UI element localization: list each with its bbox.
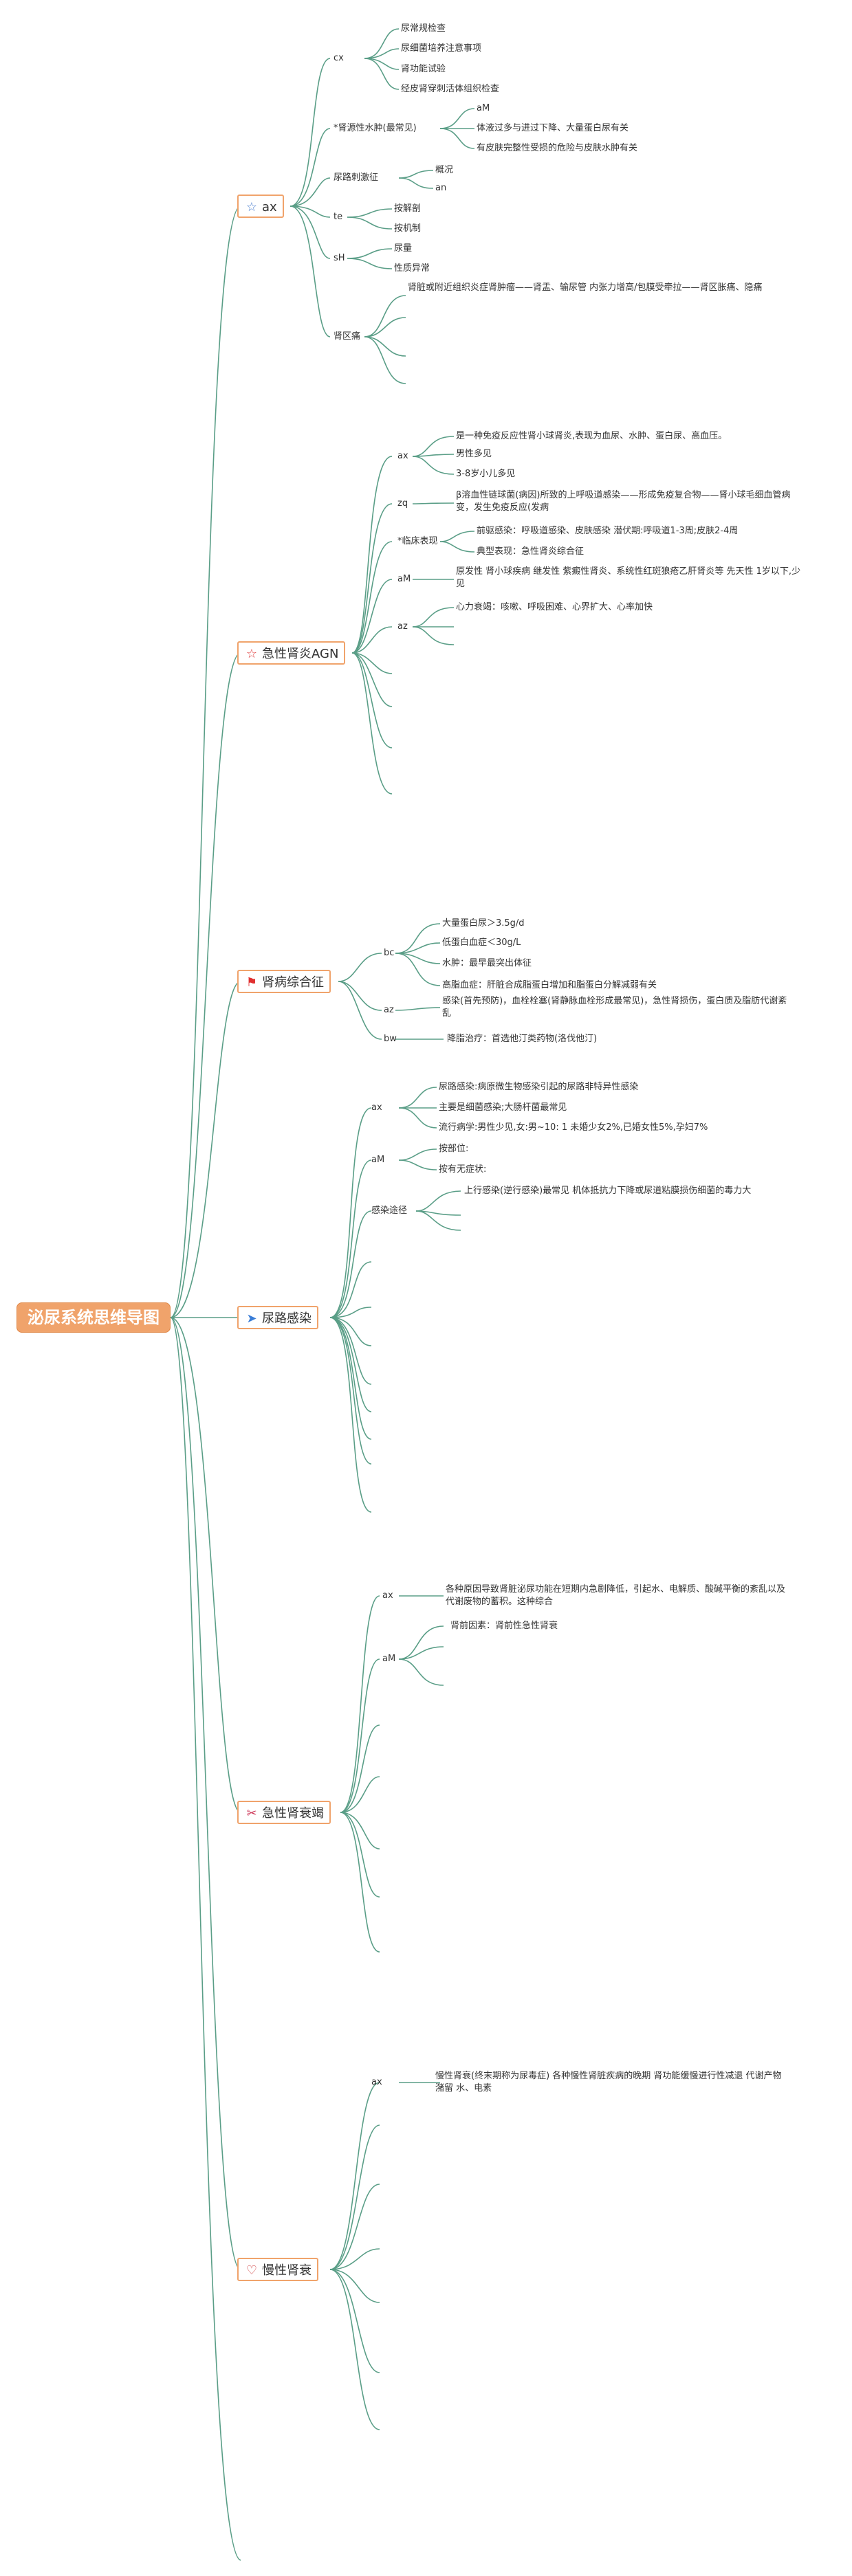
sub-label: *肾源性水肿(最常见) xyxy=(334,123,417,133)
sub-label: 尿路刺激征 xyxy=(334,173,379,183)
branch-crf[interactable]: ♡ 慢性肾衰 xyxy=(237,2258,318,2281)
sub-label: 肾区痛 xyxy=(334,331,361,342)
sub-label: cx xyxy=(334,53,344,63)
flag-icon: ⚑ xyxy=(245,975,258,990)
tools-icon: ✂ xyxy=(246,1806,257,1821)
branch-label: ax xyxy=(262,200,277,214)
leaf: 尿细菌培养注意事项 xyxy=(401,43,482,54)
leaf: 主要是细菌感染;大肠杆菌最常见 xyxy=(439,1102,567,1113)
leaf: 低蛋白血症＜30g/L xyxy=(442,937,521,948)
sub-label: aM xyxy=(371,1155,385,1165)
leaf: 性质异常 xyxy=(394,263,430,274)
leaf: 水肿：最早最突出体征 xyxy=(442,958,532,968)
leaf: 尿常规检查 xyxy=(401,23,446,34)
leaf: β溶血性链球菌(病因)所致的上呼吸道感染——形成免疫复合物——肾小球毛细血管病变… xyxy=(456,490,791,513)
leaf: 感染(首先预防)，血栓栓塞(肾静脉血栓形成最常见)，急性肾损伤，蛋白质及脂肪代谢… xyxy=(442,996,787,1019)
leaf: 概况 xyxy=(435,165,454,175)
leaf: 肾脏或附近组织炎症肾肿瘤——肾盂、输尿管 内张力增高/包膜受牵拉——肾区胀痛、隐… xyxy=(408,282,763,293)
sub-label: aM xyxy=(397,574,411,584)
leaf: 前驱感染：呼吸道感染、皮肤感染 潜伏期:呼吸道1-3周;皮肤2-4周 xyxy=(477,526,739,536)
sub-label: az xyxy=(397,621,408,632)
branch-label: 慢性肾衰 xyxy=(262,2263,312,2278)
leaf: 心力衰竭：咳嗽、呼吸困难、心界扩大、心率加快 xyxy=(456,602,653,612)
root-node[interactable]: 泌尿系统思维导图 xyxy=(17,1302,171,1333)
branch-uti[interactable]: ➤ 尿路感染 xyxy=(237,1306,318,1329)
branch-arf[interactable]: ✂ 急性肾衰竭 xyxy=(237,1801,331,1824)
sub-label: aM xyxy=(382,1654,396,1664)
leaf: 原发性 肾小球疾病 继发性 紫癜性肾炎、系统性红斑狼疮乙肝肾炎等 先天性 1岁以… xyxy=(456,566,801,589)
sub-label: 感染途径 xyxy=(371,1206,408,1216)
leaf: 是一种免疫反应性肾小球肾炎,表现为血尿、水肿、蛋白尿、高血压。 xyxy=(456,431,728,441)
leaf: 按部位: xyxy=(439,1144,469,1154)
sub-label: bc xyxy=(384,948,395,958)
heart-outline-icon: ♡ xyxy=(245,2263,258,2278)
sub-label: te xyxy=(334,212,343,222)
branch-label: 肾病综合征 xyxy=(262,975,324,990)
sub-label: ax xyxy=(371,1102,382,1113)
leaf: 按机制 xyxy=(394,223,422,234)
leaf: 大量蛋白尿＞3.5g/d xyxy=(442,918,525,929)
leaf: 高脂血症：肝脏合成脂蛋白增加和脂蛋白分解减弱有关 xyxy=(442,980,657,990)
branch-label: 尿路感染 xyxy=(262,1311,312,1326)
sub-label: *临床表现 xyxy=(397,536,438,546)
sub-label: sH xyxy=(334,253,345,263)
leaf: 肾前因素：肾前性急性肾衰 xyxy=(450,1621,558,1631)
leaf: aM xyxy=(477,103,490,113)
star-red-outline-icon: ☆ xyxy=(245,647,258,661)
leaf: 尿路感染:病原微生物感染引起的尿路非特异性感染 xyxy=(439,1082,639,1092)
star-outline-icon: ☆ xyxy=(245,200,258,214)
leaf: 肾功能试验 xyxy=(401,64,446,74)
leaf: 经皮肾穿刺活体组织检查 xyxy=(401,84,500,94)
sub-label: az xyxy=(384,1005,394,1015)
sub-label: ax xyxy=(371,2077,382,2087)
leaf: 按有无症状: xyxy=(439,1164,487,1175)
branch-label: 急性肾炎AGN xyxy=(262,647,339,661)
leaf: 各种原因导致肾脏泌尿功能在短期内急剧降低，引起水、电解质、酸碱平衡的紊乱以及代谢… xyxy=(446,1584,786,1607)
leaf: 上行感染(逆行感染)最常见 机体抵抗力下降或尿道粘膜损伤细菌的毒力大 xyxy=(464,1186,752,1196)
leaf: 尿量 xyxy=(394,243,413,254)
leaf: 流行病学:男性少见,女:男~10: 1 未婚少女2%,已婚女性5%,孕妇7% xyxy=(439,1122,708,1133)
leaf: 按解剖 xyxy=(394,203,422,214)
sub-label: ax xyxy=(382,1590,393,1601)
branch-ax[interactable]: ☆ ax xyxy=(237,195,284,218)
sub-label: bw xyxy=(384,1034,397,1044)
sub-label: ax xyxy=(397,451,408,461)
branch-nephrotic[interactable]: ⚑ 肾病综合征 xyxy=(237,970,331,993)
leaf: 慢性肾衰(终末期称为尿毒症) 各种慢性肾脏疾病的晚期 肾功能缓慢进行性减退 代谢… xyxy=(435,2071,782,2094)
leaf: 降脂治疗：首选他汀类药物(洛伐他汀) xyxy=(447,1034,598,1044)
leaf: 男性多见 xyxy=(456,449,492,459)
branch-label: 急性肾衰竭 xyxy=(262,1806,324,1821)
paper-plane-icon: ➤ xyxy=(246,1311,257,1326)
leaf: 体液过多与进过下降、大量蛋白尿有关 xyxy=(477,123,629,133)
leaf: 典型表现：急性肾炎综合征 xyxy=(477,546,585,557)
leaf: 有皮肤完整性受损的危险与皮肤水肿有关 xyxy=(477,143,638,153)
leaf: an xyxy=(435,183,447,193)
leaf: 3-8岁小儿多见 xyxy=(456,469,516,479)
branch-agn[interactable]: ☆ 急性肾炎AGN xyxy=(237,641,346,665)
sub-label: zq xyxy=(397,498,408,509)
